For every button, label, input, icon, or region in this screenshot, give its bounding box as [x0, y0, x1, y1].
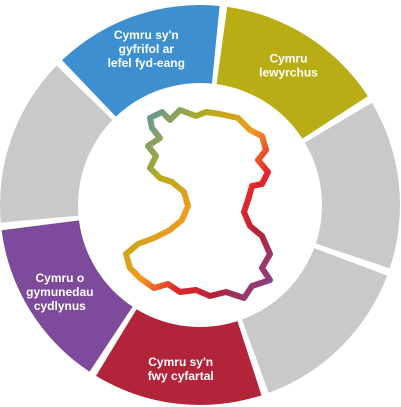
center-disc — [82, 87, 318, 323]
segment-label-line: cydlynus — [34, 299, 86, 313]
segment-blank-right-lower — [241, 248, 388, 393]
segment-label-line: lewyrchus — [259, 66, 318, 80]
segment-cohesive-communities — [1, 220, 133, 372]
segment-prosperous — [216, 6, 368, 139]
segment-label-line: fwy cyfartal — [148, 369, 214, 383]
segment-label-line: gymunedau — [26, 285, 93, 299]
segment-more-equal — [96, 309, 262, 405]
segment-blank-left — [0, 65, 113, 223]
segment-label-line: Cymru sy'n — [148, 355, 213, 369]
segment-blank-right-upper — [304, 102, 401, 269]
wales-map-outline — [123, 107, 273, 301]
segment-label-line: lefel fyd-eang — [108, 56, 185, 70]
segment-globally-responsible — [62, 5, 220, 117]
segment-label-line: gyfrifol ar — [119, 42, 175, 56]
wheel-segments — [0, 5, 401, 405]
segment-label-line: Cymru — [269, 52, 307, 66]
segment-label-line: Cymru sy'n — [114, 28, 179, 42]
segment-label-line: Cymru o — [36, 271, 85, 285]
